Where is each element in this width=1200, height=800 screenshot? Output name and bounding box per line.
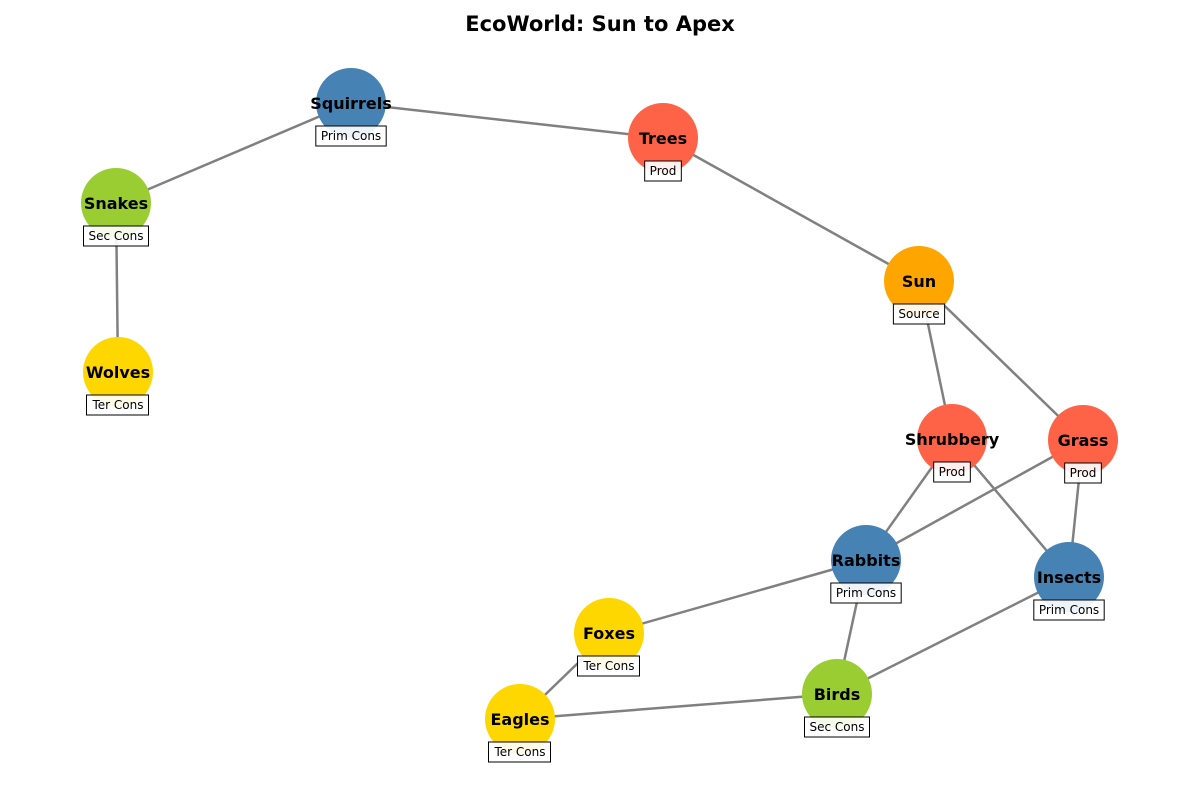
node-role-box-snakes <box>83 225 149 247</box>
node-label-squirrels: Squirrels <box>310 94 392 113</box>
node-role-shrubbery: Prod <box>939 465 966 479</box>
node-circle-snakes <box>81 168 151 238</box>
node-label-snakes: Snakes <box>84 194 148 213</box>
node-role-box-wolves <box>86 394 149 416</box>
node-label-grass: Grass <box>1058 431 1109 450</box>
node-label-eagles: Eagles <box>490 710 549 729</box>
node-circle-insects <box>1034 542 1104 612</box>
node-role-wolves: Ter Cons <box>92 398 144 412</box>
node-label-trees: Trees <box>639 129 687 148</box>
node-role-box-shrubbery <box>933 461 971 483</box>
node-role-squirrels: Prim Cons <box>321 129 381 143</box>
node-role-box-insects <box>1033 599 1105 621</box>
node-role-snakes: Sec Cons <box>89 229 144 243</box>
node-circle-wolves <box>83 337 153 407</box>
node-label-wolves: Wolves <box>86 363 150 382</box>
node-role-box-sun <box>892 303 946 325</box>
node-circle-grass <box>1048 405 1118 475</box>
node-role-trees: Prod <box>650 164 677 178</box>
edge-grass-rabbits <box>865 438 1084 562</box>
node-label-shrubbery: Shrubbery <box>905 430 1000 449</box>
node-role-box-squirrels <box>315 125 387 147</box>
node-label-rabbits: Rabbits <box>832 551 901 570</box>
node-role-box-eagles <box>488 741 551 763</box>
node-label-birds: Birds <box>814 685 861 704</box>
node-role-rabbits: Prim Cons <box>836 586 896 600</box>
diagram-title: EcoWorld: Sun to Apex <box>465 12 735 36</box>
node-role-eagles: Ter Cons <box>494 745 546 759</box>
node-role-box-grass <box>1064 462 1102 484</box>
node-role-sun: Source <box>898 307 939 321</box>
edge-sun-trees <box>662 136 920 283</box>
node-role-box-trees <box>644 160 682 182</box>
node-role-box-foxes <box>577 655 640 677</box>
node-circle-trees <box>628 103 698 173</box>
node-label-foxes: Foxes <box>583 624 635 643</box>
node-role-box-birds <box>804 716 870 738</box>
node-role-box-rabbits <box>830 582 902 604</box>
node-label-sun: Sun <box>902 272 936 291</box>
node-circle-eagles <box>485 684 555 754</box>
node-circle-rabbits <box>831 525 901 595</box>
node-circle-shrubbery <box>917 404 987 474</box>
node-label-insects: Insects <box>1037 568 1101 587</box>
node-role-birds: Sec Cons <box>810 720 865 734</box>
node-circle-sun <box>884 246 954 316</box>
node-role-insects: Prim Cons <box>1039 603 1099 617</box>
edge-birds-eagles <box>519 692 838 721</box>
edge-trees-squirrels <box>350 101 664 140</box>
edge-sun-grass <box>918 280 1084 441</box>
node-circle-squirrels <box>316 68 386 138</box>
node-circle-birds <box>802 659 872 729</box>
edge-rabbits-foxes <box>608 558 867 635</box>
node-circle-foxes <box>574 598 644 668</box>
node-role-grass: Prod <box>1070 466 1097 480</box>
edge-squirrels-snakes <box>115 101 352 205</box>
edge-insects-birds <box>836 575 1070 696</box>
nodes-layer: SunSourceTreesProdShrubberyProdGrassProd… <box>81 68 1118 763</box>
node-role-foxes: Ter Cons <box>583 659 635 673</box>
